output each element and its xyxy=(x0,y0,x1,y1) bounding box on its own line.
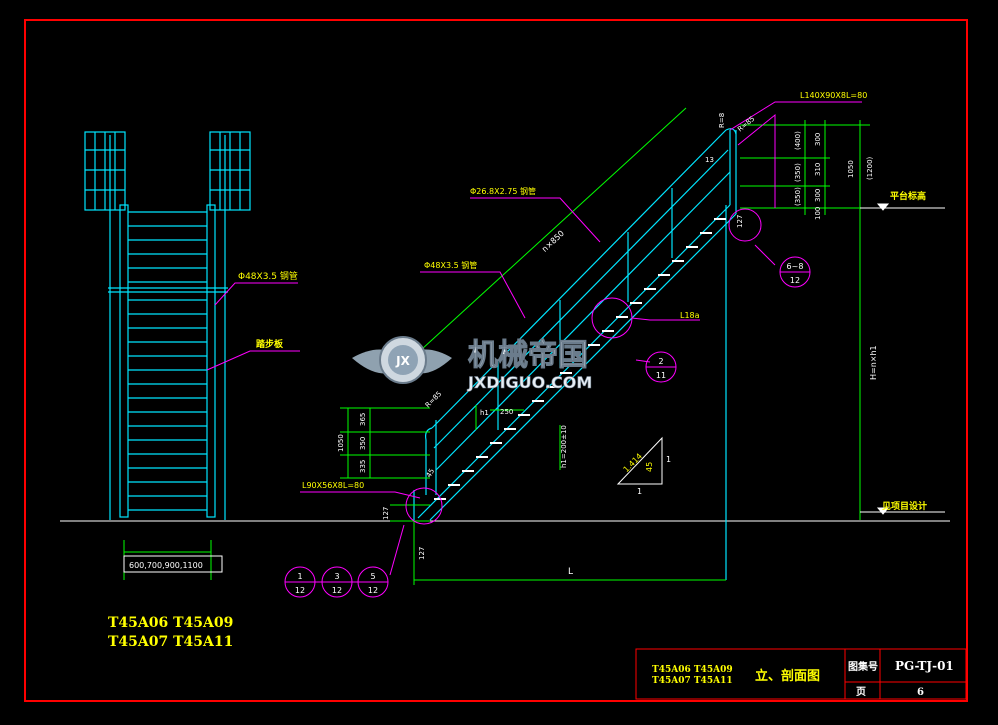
callout-top: 5 xyxy=(370,572,375,581)
side-dimensions xyxy=(340,107,870,585)
bottom-angle-note: L90X56X8L=80 xyxy=(302,481,364,490)
callout-top: 3 xyxy=(334,572,339,581)
drawing-frame xyxy=(24,19,968,702)
top-dim-127: 127 xyxy=(736,215,744,228)
callout-top: 1 xyxy=(297,572,302,581)
drawing-codes-line2: T45A07 T45A11 xyxy=(108,634,233,650)
angle-bottom: 45 xyxy=(425,467,436,479)
top-dim-300b: 300 xyxy=(814,189,822,202)
top-dim-100: 100 xyxy=(814,207,822,220)
callout-bottom: 12 xyxy=(295,586,305,595)
step-h1: h1 xyxy=(480,409,489,417)
pipe-upper-note: Φ26.8X2.75 钢管 xyxy=(470,186,536,196)
watermark-en: JXDIGUO.COM xyxy=(467,373,592,392)
top-dim-350b: (350) xyxy=(794,187,802,206)
page-number: 6 xyxy=(917,687,924,698)
title-block xyxy=(635,648,967,700)
side-treads xyxy=(434,218,726,500)
title-text: 立、剖面图 xyxy=(755,668,820,684)
top-dim-300: 300 xyxy=(814,133,822,146)
angle-steel-note: L18a xyxy=(680,311,700,320)
top-dim-310: 310 xyxy=(814,163,822,176)
front-pipe-leader xyxy=(214,282,298,306)
title-codes-top: T45A06 T45A09 xyxy=(652,665,733,675)
top-dim-1200: (1200) xyxy=(866,156,874,180)
slope-h: 1 xyxy=(637,487,642,496)
callout-row: 1 12 3 12 5 12 xyxy=(284,566,389,598)
bottom-offset-b: 127 xyxy=(418,547,426,560)
front-width-dim: 600,700,900,1100 xyxy=(129,561,203,570)
front-width-dimension xyxy=(123,540,223,580)
step-250: 250 xyxy=(500,408,513,416)
watermark: JX 机械帝国 JXDIGUO.COM xyxy=(352,336,593,392)
platform-label: 平台标高 xyxy=(890,190,926,202)
radius-top: R=85 xyxy=(736,115,756,134)
top-dim-350: (350) xyxy=(794,163,802,182)
callout-6-8: 6~8 12 xyxy=(779,256,811,288)
front-tread-leader xyxy=(206,350,300,371)
watermark-cn: 机械帝国 xyxy=(468,338,588,373)
project-label: 见项目设计 xyxy=(882,500,927,512)
length-dim: L xyxy=(568,567,573,577)
page-label: 页 xyxy=(856,686,866,698)
bottom-dim-1050: 1050 xyxy=(337,434,345,452)
radius-bottom: R=85 xyxy=(424,390,444,410)
callout-bottom: 12 xyxy=(332,586,342,595)
top-dim-13: 13 xyxy=(705,156,714,164)
callout-2: 2 11 xyxy=(645,351,677,383)
slope-triangle xyxy=(616,436,663,485)
bottom-dim-350: 350 xyxy=(359,437,367,450)
level-markers xyxy=(860,203,945,515)
slope-angle: 45 xyxy=(645,462,654,472)
atlas-label: 图集号 xyxy=(848,660,878,673)
drawing-codes-line1: T45A06 T45A09 xyxy=(108,615,233,631)
front-view xyxy=(84,131,251,520)
height-dim: H=n×h1 xyxy=(869,345,878,380)
radius-top2: R=8 xyxy=(718,113,726,128)
rail-length: n×850 xyxy=(540,229,566,254)
front-tread-note: 踏步板 xyxy=(256,338,284,350)
top-angle-note: L140X90X8L=80 xyxy=(800,91,867,100)
front-treads xyxy=(128,211,207,511)
bottom-offset-a: 127 xyxy=(382,507,390,520)
side-leaders xyxy=(300,101,862,576)
bottom-dim-335: 335 xyxy=(359,460,367,473)
slope-hyp: 1.414 xyxy=(622,452,645,475)
callout-bottom: 12 xyxy=(790,276,800,285)
callout-top: 6~8 xyxy=(787,262,804,271)
step-h1-spec: h1=200±10 xyxy=(560,425,568,468)
callout-bottom: 11 xyxy=(656,371,666,380)
callout-top: 2 xyxy=(658,357,663,366)
slope-v: 1 xyxy=(666,455,671,464)
side-view-structure xyxy=(413,128,737,580)
pipe-lower-note: Φ48X3.5 钢管 xyxy=(424,260,477,270)
top-dim-1050: 1050 xyxy=(847,160,855,178)
title-codes-bottom: T45A07 T45A11 xyxy=(652,676,733,686)
watermark-badge: JX xyxy=(395,354,410,368)
top-dim-400: (400) xyxy=(794,131,802,150)
atlas-number: PG-TJ-01 xyxy=(895,659,954,673)
callout-bottom: 12 xyxy=(368,586,378,595)
front-pipe-note: Φ48X3.5 钢管 xyxy=(238,270,298,282)
bottom-dim-365: 365 xyxy=(359,413,367,426)
